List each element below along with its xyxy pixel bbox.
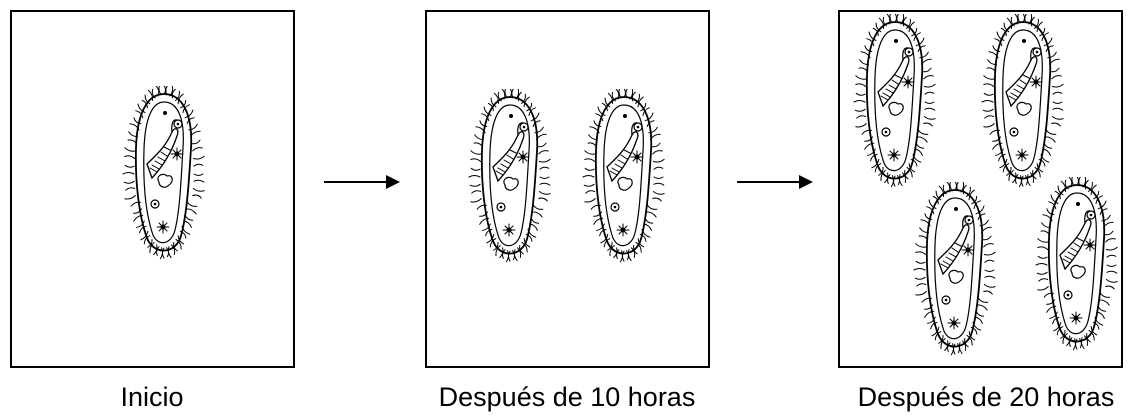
right-arrow-icon xyxy=(322,172,402,192)
paramecium-icon xyxy=(579,89,669,269)
stage-panel-start xyxy=(10,10,295,368)
paramecium-icon xyxy=(978,14,1068,194)
paramecium-icon xyxy=(1032,177,1122,357)
paramecium-icon xyxy=(850,14,940,194)
stage-panel-20h xyxy=(838,10,1123,368)
paramecium-icon xyxy=(910,182,1000,362)
right-arrow-icon xyxy=(735,172,815,192)
stage-label-start: Inicio xyxy=(120,382,184,412)
paramecium-icon xyxy=(119,86,209,266)
stage-label-10h: Después de 10 horas xyxy=(438,382,696,412)
stage-label-20h: Después de 20 horas xyxy=(857,382,1115,412)
stage-panel-10h xyxy=(425,10,710,368)
paramecium-icon xyxy=(465,89,555,269)
